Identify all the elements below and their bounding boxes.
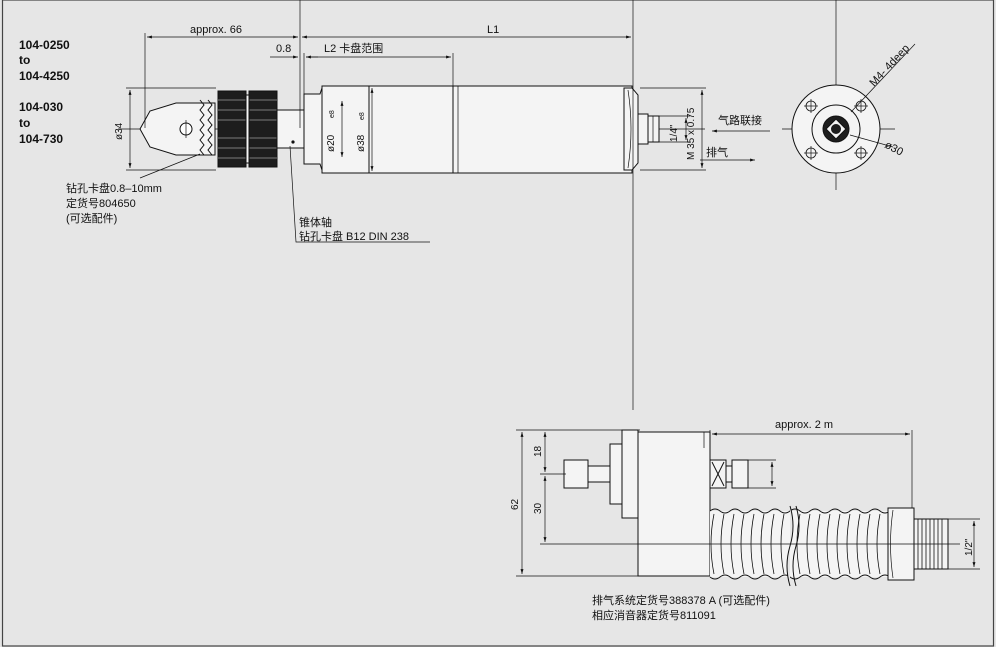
label-exhaust-system: 排气系统定货号388378 A (可选配件)	[592, 593, 770, 607]
spindle-end-view: M4- 4deep ø30	[782, 0, 916, 190]
part-number-to-word-2: to	[19, 116, 30, 130]
dim-d20-tol: e8	[329, 110, 336, 118]
dim-62: 62	[510, 498, 521, 510]
label-air-inlet: 气路联接	[718, 113, 762, 127]
dim-half-inch: 1/2"	[964, 538, 975, 556]
air-fitting	[647, 115, 660, 143]
part-number-list: 104-0250 to 104-4250 104-030 to 104-730	[19, 38, 70, 146]
dim-approx-66: approx. 66	[190, 24, 242, 36]
chuck-leader-line	[139, 153, 201, 179]
label-chuck-line3: (可选配件)	[66, 212, 117, 225]
dim-l2: L2 卡盘范围	[324, 41, 383, 55]
dim-m35: M 35 x 0.75	[686, 107, 697, 160]
exhaust-flange	[621, 429, 639, 519]
corrugated-hose	[709, 505, 892, 587]
label-m4-thread: M4- 4deep	[867, 42, 912, 89]
label-taper-line2: 钻孔卡盘 B12 DIN 238	[299, 229, 409, 243]
part-number-to-1: 104-4250	[19, 69, 70, 83]
front-fitting	[563, 459, 589, 489]
part-number-to-word-1: to	[19, 53, 30, 67]
label-chuck-line2: 定货号804650	[66, 196, 136, 210]
part-number-from-2: 104-030	[19, 100, 63, 114]
label-exhaust: 排气	[706, 145, 728, 159]
exhaust-system-view: 1/2" approx. 2 m 62 18 30 排气系统定货号388378 …	[510, 419, 980, 622]
flange-nut	[609, 443, 623, 505]
chuck-teeth	[199, 99, 205, 156]
spindle-body	[321, 85, 633, 174]
air-fitting-base	[637, 113, 649, 145]
dim-approx-2m: approx. 2 m	[775, 419, 833, 431]
dim-18: 18	[533, 445, 544, 457]
spindle-nose	[303, 87, 323, 171]
dim-d38: ø38	[356, 134, 367, 152]
dim-d38-tol: e8	[359, 112, 366, 120]
label-d30: ø30	[883, 139, 905, 159]
front-fitting-neck	[587, 465, 611, 483]
exhaust-body	[637, 431, 711, 577]
part-number-from-1: 104-0250	[19, 38, 70, 52]
drill-chuck-tip	[139, 102, 216, 156]
dim-l1: L1	[487, 24, 499, 36]
dim-d34: ø34	[114, 122, 125, 140]
knurled-ring-2	[248, 90, 278, 168]
part-number-to-2: 104-730	[19, 132, 63, 146]
taper-arbor	[276, 109, 305, 149]
knurled-ring-1	[217, 90, 247, 168]
dim-d20: ø20	[326, 134, 337, 152]
taper-leader-line	[289, 145, 430, 243]
dim-quarter-inch: 1/4"	[669, 124, 680, 142]
label-taper-line1: 锥体轴	[299, 215, 332, 229]
spindle-side-view: ø20 e8 ø38 e8 ø34 approx. 66 L1 0.8 L2 卡…	[66, 0, 770, 410]
label-muffler: 相应消音器定货号811091	[592, 608, 716, 622]
label-chuck-line1: 钻孔卡盘0.8–10mm	[66, 181, 162, 195]
dim-30: 30	[533, 502, 544, 514]
rear-fitting	[731, 459, 749, 489]
dim-0-8: 0.8	[276, 43, 291, 55]
